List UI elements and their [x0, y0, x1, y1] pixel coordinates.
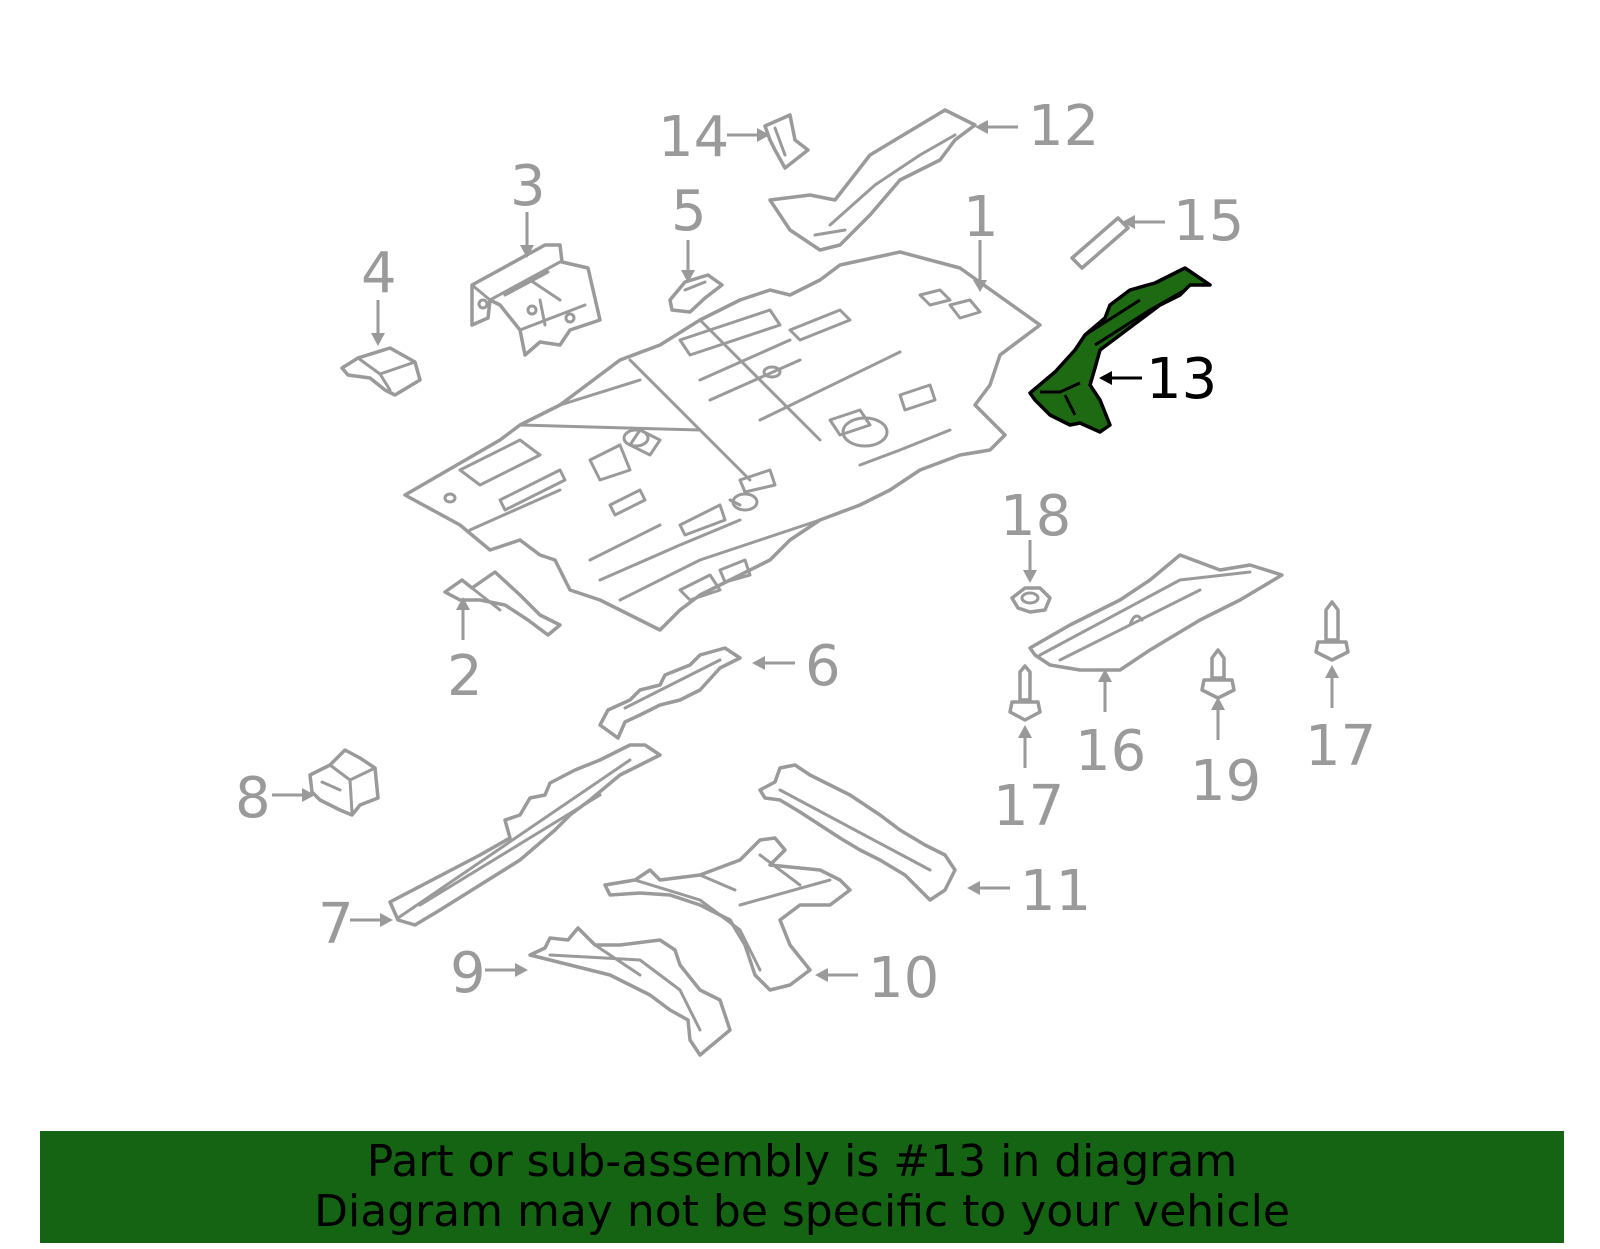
part-6-reinforcement[interactable]	[598, 646, 742, 740]
fastener-17-bolt-left[interactable]	[1008, 664, 1042, 722]
banner-line-2: Diagram may not be specific to your vehi…	[314, 1186, 1290, 1237]
callout-19-label: 19	[1190, 749, 1261, 814]
banner-line-1: Part or sub-assembly is #13 in diagram	[366, 1136, 1238, 1187]
part-16-rocker[interactable]	[1028, 553, 1284, 672]
fastener-17-bolt-right[interactable]	[1314, 600, 1350, 662]
callout-12: 12	[975, 94, 1099, 159]
part-2-bracket[interactable]	[443, 570, 562, 637]
callout-17-right: 17	[1305, 665, 1376, 779]
callout-5: 5	[671, 179, 707, 283]
callout-11-label: 11	[1020, 859, 1091, 924]
callout-14-label: 14	[658, 105, 729, 170]
callout-7: 7	[318, 892, 393, 957]
part-5-bracket[interactable]	[668, 273, 724, 314]
part-13-highlighted[interactable]	[1028, 266, 1212, 434]
part-4-bracket[interactable]	[340, 346, 422, 397]
callout-13-label: 13	[1146, 347, 1217, 412]
callout-2: 2	[447, 597, 483, 709]
part-14-bracket[interactable]	[763, 113, 810, 170]
callout-5-label: 5	[671, 179, 707, 244]
callout-8-label: 8	[235, 766, 271, 831]
callout-9: 9	[450, 941, 528, 1006]
callout-1: 1	[963, 185, 999, 292]
callout-15: 15	[1122, 189, 1244, 254]
part-15-strip[interactable]	[1070, 216, 1130, 270]
callout-9-label: 9	[450, 941, 486, 1006]
part-12-rail[interactable]	[768, 108, 977, 252]
callout-4: 4	[361, 241, 397, 346]
callout-16-label: 16	[1075, 719, 1146, 784]
part-10-crossmember[interactable]	[603, 836, 852, 992]
part-3-bracket[interactable]	[470, 243, 602, 357]
callout-10-label: 10	[868, 946, 939, 1011]
callout-7-label: 7	[318, 892, 354, 957]
callout-15-label: 15	[1173, 189, 1244, 254]
callout-13: 13	[1099, 347, 1217, 412]
callout-19: 19	[1190, 697, 1261, 814]
callout-8: 8	[235, 766, 315, 831]
info-banner: Part or sub-assembly is #13 in diagram D…	[40, 1131, 1564, 1243]
callout-11: 11	[967, 859, 1091, 924]
callout-10: 10	[815, 946, 939, 1011]
fastener-19-bolt[interactable]	[1200, 648, 1236, 700]
callout-3: 3	[510, 154, 546, 258]
callout-14: 14	[658, 105, 770, 170]
part-11-rail[interactable]	[758, 763, 957, 902]
fastener-18-nut[interactable]	[1010, 586, 1052, 614]
callout-17-right-label: 17	[1305, 714, 1376, 779]
callout-18: 18	[1000, 484, 1071, 583]
part-9-crossmember[interactable]	[528, 926, 732, 1057]
callout-12-label: 12	[1028, 94, 1099, 159]
callout-16: 16	[1075, 669, 1146, 784]
callout-17-left: 17	[993, 725, 1064, 839]
callout-2-label: 2	[447, 644, 483, 709]
part-1-floor-pan[interactable]	[403, 250, 1042, 632]
callout-3-label: 3	[510, 154, 546, 219]
callout-17-left-label: 17	[993, 774, 1064, 839]
part-7-side-member[interactable]	[388, 743, 662, 927]
callout-4-label: 4	[361, 241, 397, 306]
callout-6-label: 6	[805, 634, 841, 699]
callout-1-label: 1	[963, 185, 999, 250]
callout-18-label: 18	[1000, 484, 1071, 549]
part-8-bracket[interactable]	[308, 748, 380, 817]
callout-6: 6	[752, 634, 841, 699]
